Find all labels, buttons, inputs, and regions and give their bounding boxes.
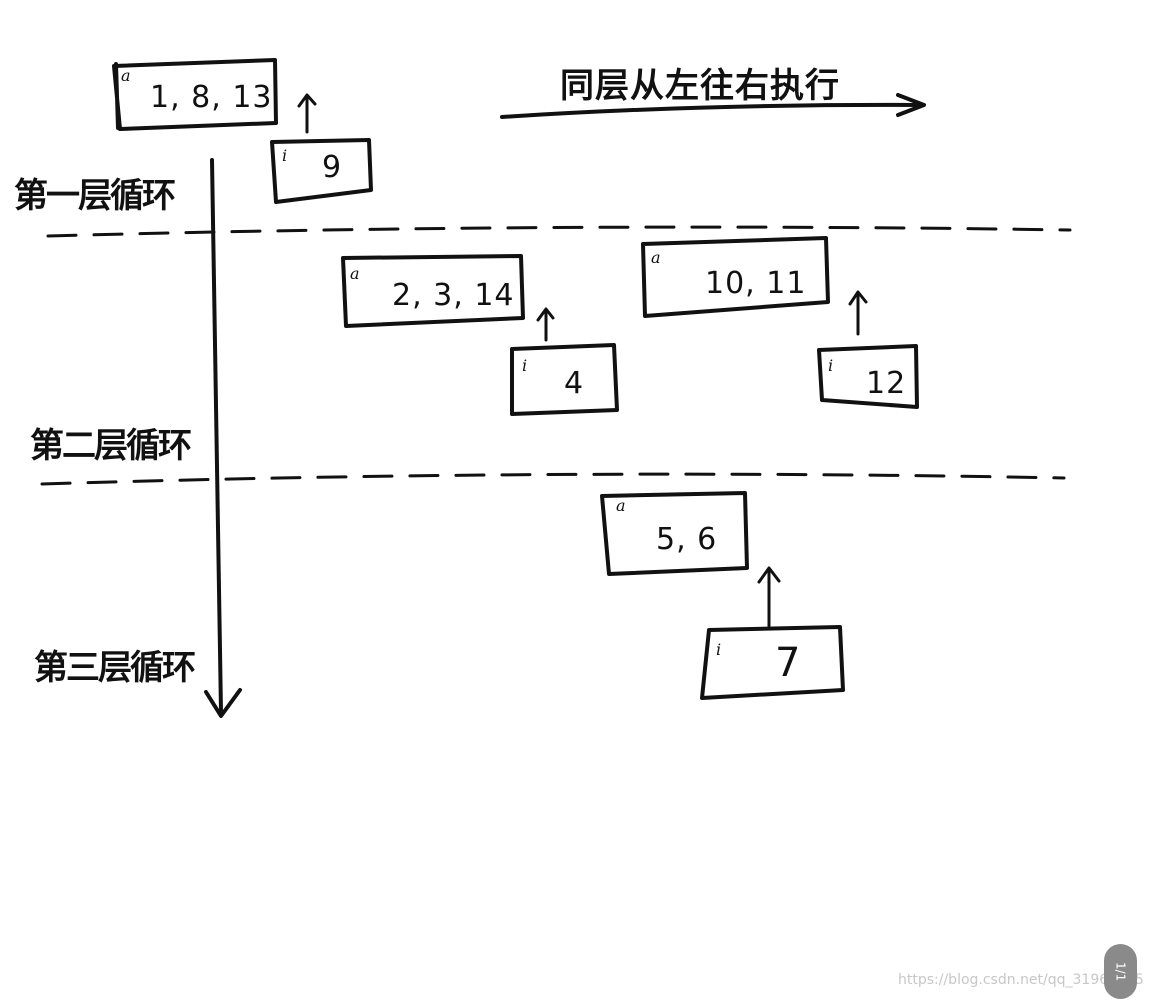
node-a-tag: a bbox=[616, 496, 626, 515]
up-arrow-4 bbox=[757, 566, 781, 628]
node-box-a-10 bbox=[641, 236, 830, 318]
depth-arrow-head bbox=[204, 688, 242, 718]
node-i-tag: i bbox=[716, 640, 722, 659]
node-i-tag: i bbox=[522, 356, 528, 375]
node-i-value: 7 bbox=[775, 640, 802, 686]
page-indicator[interactable]: 1/1 bbox=[1104, 944, 1137, 999]
node-box-i-12 bbox=[817, 344, 919, 409]
layer-3-label: 第三层循环 bbox=[34, 648, 196, 688]
watermark: https://blog.csdn.net/qq_31967985 bbox=[898, 972, 1144, 988]
up-arrow-2 bbox=[536, 307, 555, 342]
node-box-a-1 bbox=[112, 58, 278, 131]
layer-separator-1 bbox=[46, 225, 1072, 238]
node-box-i-7 bbox=[700, 625, 845, 700]
node-a-values: 10, 11 bbox=[705, 266, 807, 301]
node-a-values: 5, 6 bbox=[656, 522, 718, 557]
node-i-value: 12 bbox=[866, 366, 907, 401]
node-box-a-5 bbox=[600, 491, 749, 576]
node-i-value: 9 bbox=[322, 150, 343, 185]
node-i-tag: i bbox=[282, 146, 288, 165]
direction-arrow-head bbox=[896, 93, 926, 117]
node-a-tag: a bbox=[651, 248, 661, 267]
node-a-tag: a bbox=[350, 264, 360, 283]
node-i-tag: i bbox=[828, 356, 834, 375]
node-box-a-2 bbox=[341, 254, 525, 328]
node-box-i-4 bbox=[510, 343, 619, 416]
layer-1-label: 第一层循环 bbox=[14, 176, 176, 216]
layer-separator-2 bbox=[40, 472, 1066, 486]
depth-arrow-line bbox=[210, 158, 223, 714]
node-a-values: 1, 8, 13 bbox=[150, 80, 273, 115]
node-i-value: 4 bbox=[564, 366, 585, 401]
node-box-i-9 bbox=[270, 138, 373, 204]
up-arrow-1 bbox=[297, 93, 317, 134]
node-a-values: 2, 3, 14 bbox=[392, 278, 515, 313]
up-arrow-3 bbox=[848, 290, 868, 336]
node-a-tag: a bbox=[121, 66, 131, 85]
layer-2-label: 第二层循环 bbox=[30, 426, 192, 466]
direction-arrow-line bbox=[500, 102, 924, 119]
direction-label: 同层从左往右执行 bbox=[560, 66, 840, 106]
